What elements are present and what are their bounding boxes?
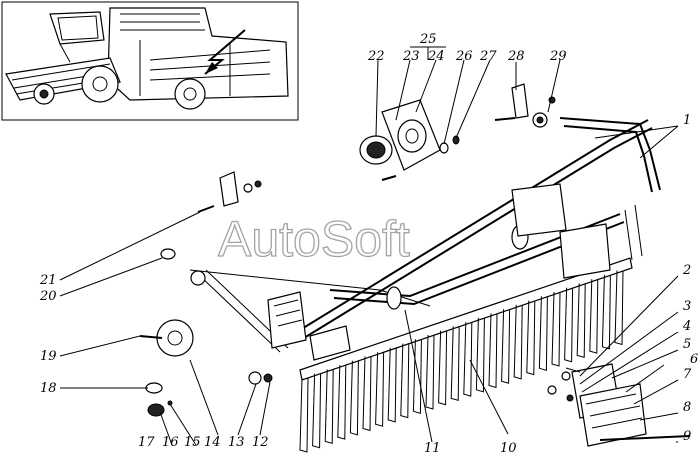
callout-3: 3 [683, 299, 691, 314]
callout-16: 16 [162, 435, 179, 450]
callout-20: 20 [39, 289, 57, 304]
callout-6: 6 [690, 352, 698, 367]
callout-8: 8 [683, 400, 691, 415]
sprocket-group [139, 319, 273, 417]
callout-12: 12 [252, 435, 269, 450]
callout-17: 17 [138, 435, 155, 450]
callout-27: 27 [479, 49, 497, 64]
clamp-blocks [267, 183, 611, 361]
callout-19: 19 [40, 349, 57, 364]
watermark: AutoSoft [218, 211, 410, 267]
callout-15: 15 [184, 435, 201, 450]
bearing-housing [359, 99, 460, 181]
callout-7: 7 [683, 367, 692, 382]
callout-26: 26 [455, 49, 473, 64]
upper-bracket [494, 83, 556, 128]
callout-14: 14 [204, 435, 221, 450]
callout-29: 29 [549, 49, 567, 64]
callout-23: 23 [402, 49, 420, 64]
tine-comb [299, 257, 633, 453]
callout-5: 5 [683, 337, 691, 352]
callout-24: 24 [427, 49, 445, 64]
callout-4: 4 [682, 319, 691, 334]
callout-25: 25 [419, 32, 437, 47]
callout-22: 22 [367, 49, 385, 64]
callout-9: 9 [683, 429, 691, 444]
callout-13: 13 [228, 435, 245, 450]
callout-labels: 1 2 3 4 5 6 7 8 9 10 11 12 13 14 15 16 1… [39, 32, 698, 456]
left-bracket [160, 171, 262, 286]
callout-2: 2 [682, 263, 691, 278]
callout-11: 11 [424, 441, 441, 456]
right-block-assembly [547, 363, 691, 447]
combine-inset [1, 1, 299, 121]
callout-1: 1 [683, 113, 691, 128]
callout-28: 28 [507, 49, 525, 64]
callout-10: 10 [500, 441, 517, 456]
callout-21: 21 [39, 273, 57, 288]
callout-18: 18 [40, 381, 57, 396]
leader-lines [59, 46, 679, 446]
